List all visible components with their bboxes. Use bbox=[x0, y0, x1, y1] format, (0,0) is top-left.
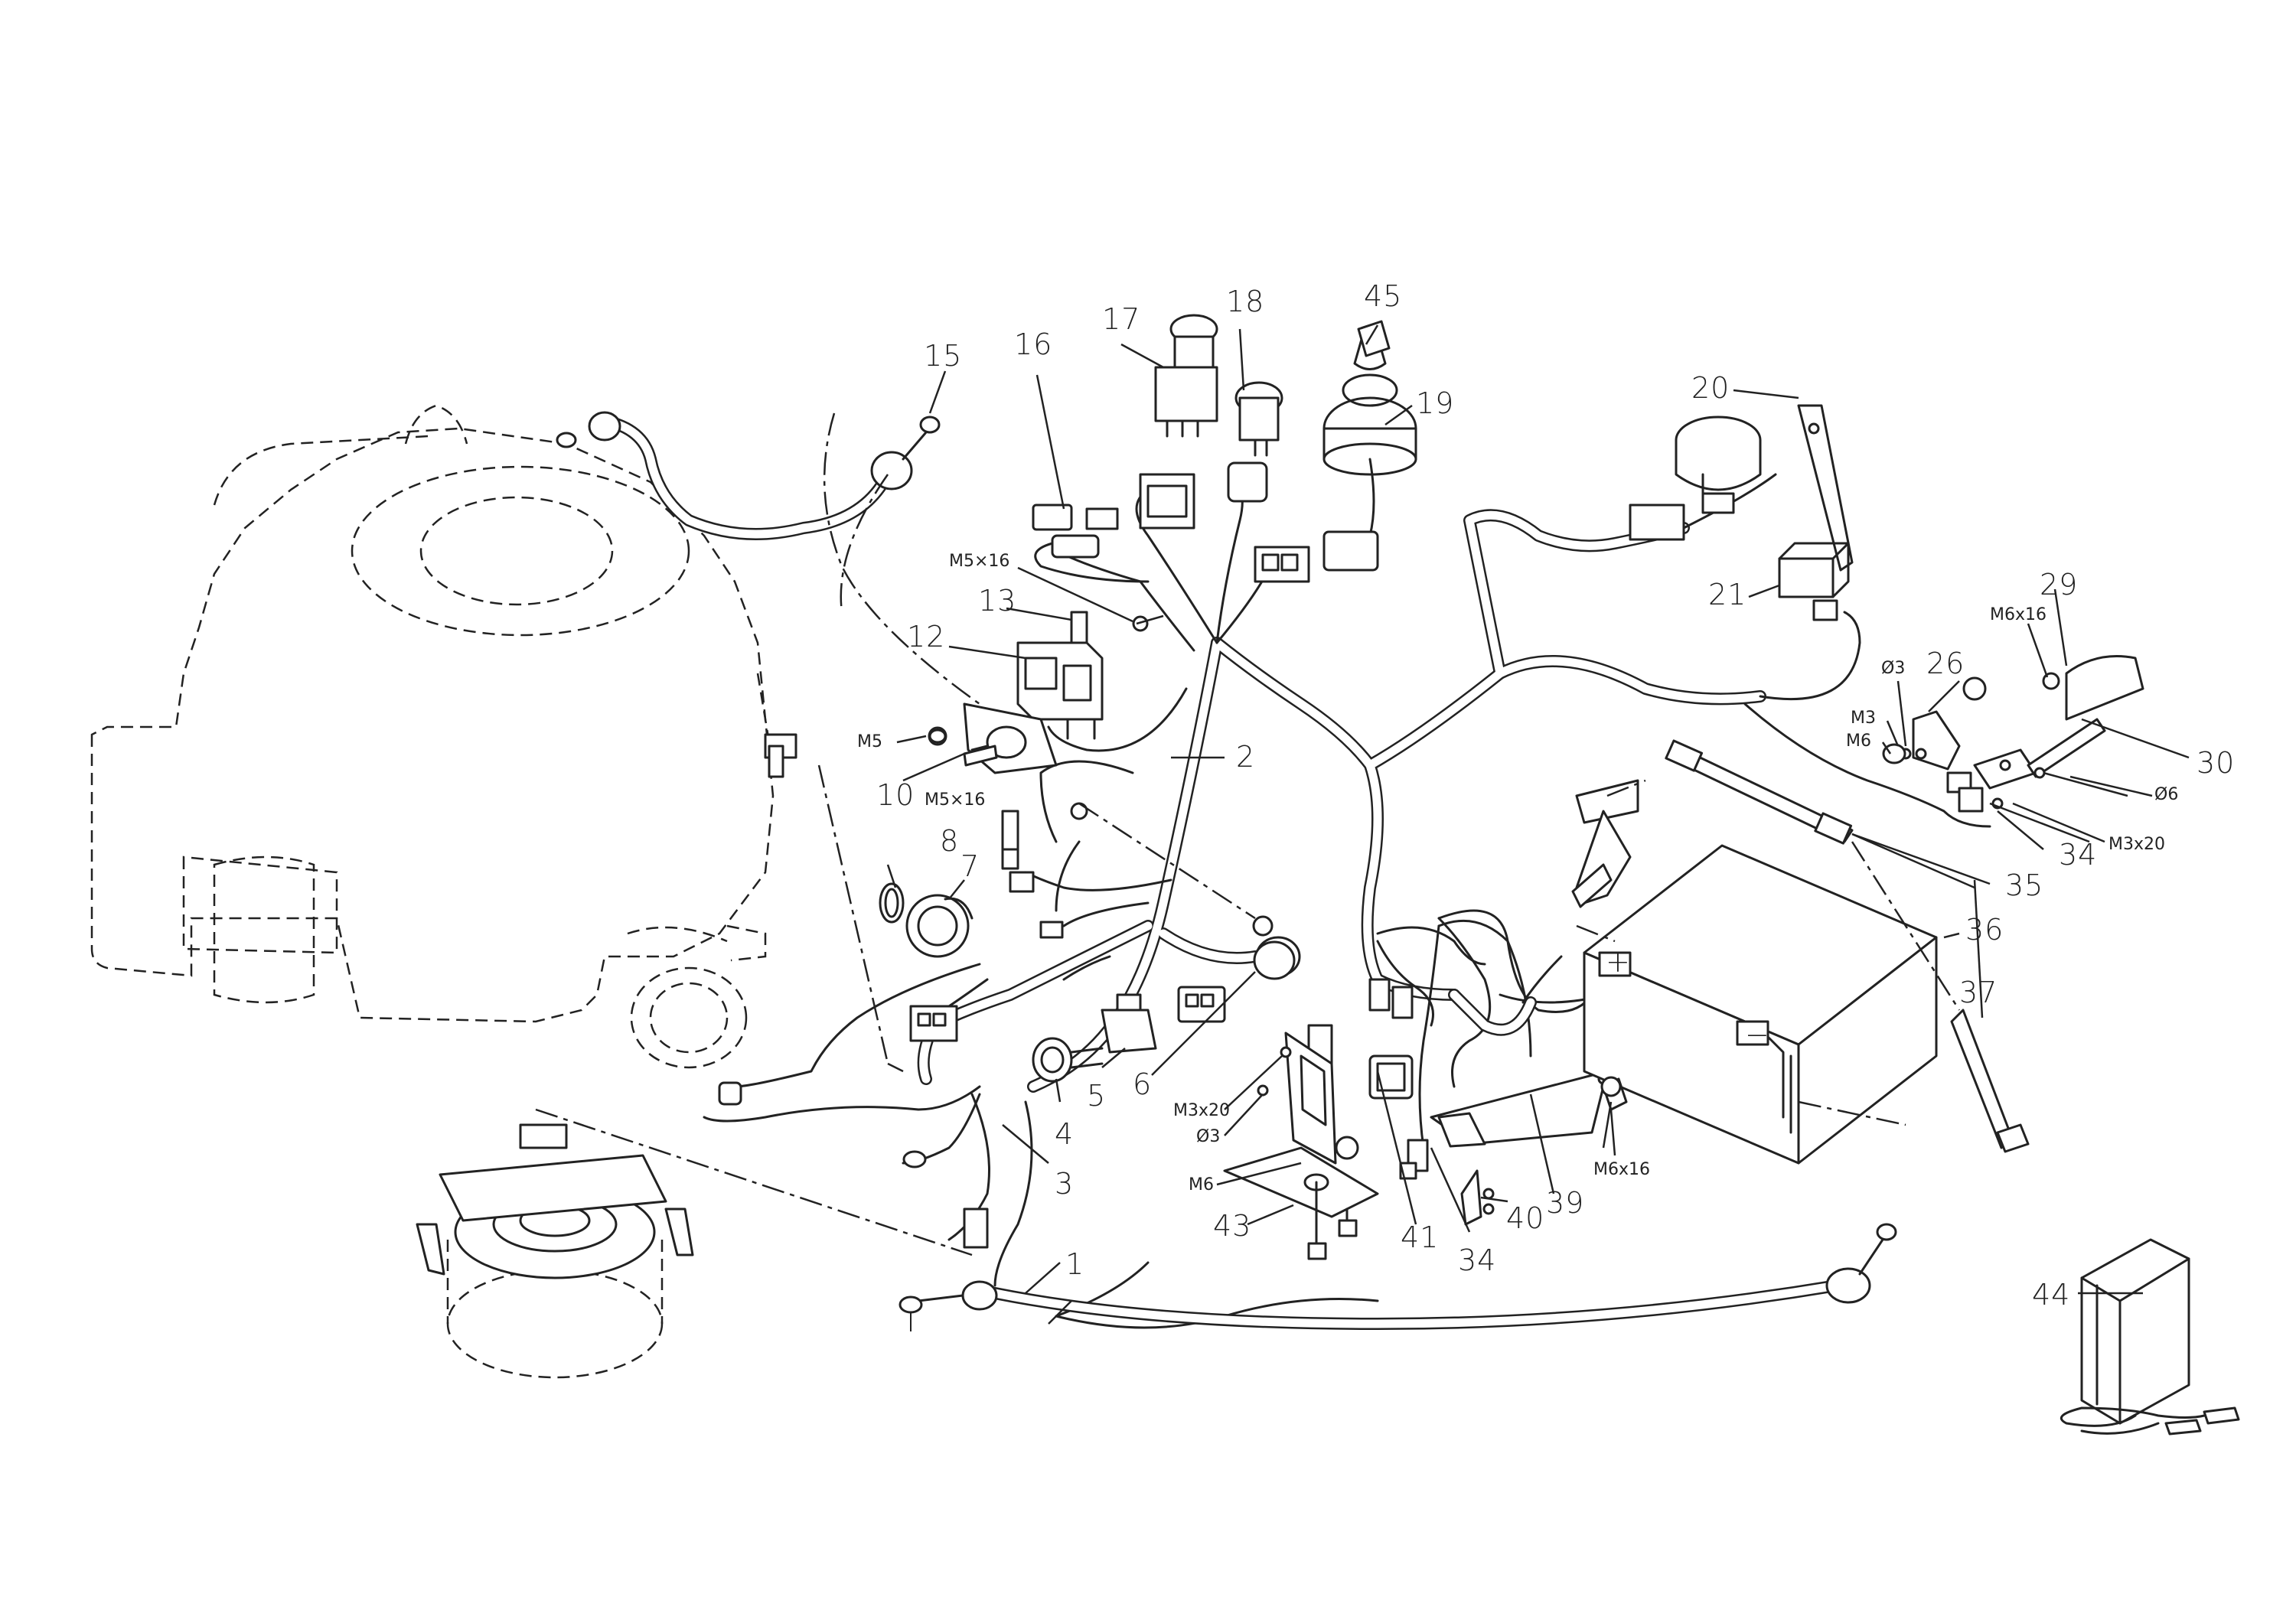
electric-clutch bbox=[416, 1123, 694, 1379]
part-label-19: 19 bbox=[1416, 386, 1454, 420]
reverse-switch bbox=[1368, 1054, 1429, 1180]
part-label-8: 8 bbox=[940, 824, 959, 858]
starter-cable bbox=[556, 411, 941, 490]
part-label-29: 29 bbox=[2040, 568, 2078, 601]
spec-m3x20-right: M3x20 bbox=[2108, 835, 2165, 854]
battery-cables bbox=[598, 415, 1843, 1330]
battery-strap bbox=[1571, 739, 1854, 908]
part-label-12: 12 bbox=[907, 620, 945, 653]
part-label-4: 4 bbox=[1055, 1117, 1074, 1151]
part-label-40: 40 bbox=[1506, 1201, 1544, 1235]
spec-m6-low: M6 bbox=[1189, 1175, 1214, 1194]
seat-switch-assembly bbox=[1882, 655, 2144, 813]
part-label-37: 37 bbox=[1959, 976, 1998, 1009]
spec-d6: Ø6 bbox=[2154, 785, 2178, 804]
indicator-light bbox=[1227, 381, 1283, 503]
ignition-switch bbox=[1254, 373, 1417, 583]
part-label-13: 13 bbox=[978, 584, 1016, 618]
part-label-30: 30 bbox=[2197, 746, 2235, 780]
part-label-35: 35 bbox=[2005, 869, 2043, 902]
battery-cable-positive-end bbox=[1825, 1223, 1897, 1304]
fastener-spec-labels: M5×16 M5 M5×16 M6x16 Ø3 M3 M6 Ø6 M3x20 M… bbox=[857, 552, 2178, 1194]
safety-lever bbox=[1430, 1070, 1609, 1148]
spec-m3-right: M3 bbox=[1851, 709, 1876, 728]
part-label-7: 7 bbox=[960, 849, 980, 883]
part-label-36: 36 bbox=[1965, 913, 2004, 947]
battery-plus-symbol: + bbox=[1606, 945, 1631, 979]
brake-switch bbox=[1032, 1037, 1104, 1083]
battery-holddown bbox=[1950, 1009, 2030, 1153]
headlight-switch bbox=[1778, 542, 1850, 621]
part-number-labels: 1 2 3 4 5 6 7 8 10 12 13 15 16 17 18 19 … bbox=[876, 279, 2235, 1312]
part-label-44: 44 bbox=[2032, 1278, 2070, 1312]
part-label-10: 10 bbox=[876, 778, 915, 812]
relay-bracket bbox=[1070, 611, 1149, 644]
pto-switch bbox=[1139, 314, 1218, 530]
part-label-21: 21 bbox=[1708, 578, 1746, 611]
spec-m5x16-top: M5×16 bbox=[949, 552, 1009, 571]
spec-m6-right: M6 bbox=[1846, 732, 1871, 751]
fuse bbox=[1253, 940, 1296, 980]
part-label-39: 39 bbox=[1546, 1186, 1584, 1220]
part-label-41: 41 bbox=[1401, 1221, 1439, 1254]
part-label-16: 16 bbox=[1014, 328, 1052, 361]
spec-d3-right: Ø3 bbox=[1881, 659, 1905, 678]
spec-m3x20-low: M3x20 bbox=[1173, 1101, 1230, 1120]
part-label-6: 6 bbox=[1133, 1067, 1152, 1101]
part-label-18: 18 bbox=[1226, 285, 1264, 318]
engine-outline bbox=[90, 404, 797, 1069]
battery-minus-symbol: − bbox=[1745, 1018, 1770, 1051]
main-wiring-harness bbox=[703, 473, 1991, 1329]
part-label-34-right: 34 bbox=[2059, 838, 2097, 872]
part-label-1: 1 bbox=[1065, 1247, 1084, 1281]
battery: + − bbox=[1583, 844, 1938, 1165]
part-label-20: 20 bbox=[1691, 371, 1730, 405]
part-label-34-low: 34 bbox=[1458, 1243, 1496, 1277]
spec-d3-low: Ø3 bbox=[1196, 1127, 1220, 1146]
part-label-26: 26 bbox=[1926, 647, 1965, 680]
part-label-45: 45 bbox=[1364, 279, 1402, 313]
starter-relay bbox=[1016, 641, 1104, 740]
spec-m5x16-low: M5×16 bbox=[925, 790, 985, 810]
horn bbox=[1629, 404, 1854, 572]
ignition-key bbox=[1353, 320, 1391, 370]
part-label-3: 3 bbox=[1055, 1167, 1074, 1201]
seat-switch bbox=[1101, 993, 1157, 1054]
battery-cable-negative bbox=[899, 1280, 998, 1331]
spec-m6x16-right: M6x16 bbox=[1990, 605, 2047, 624]
switch-bracket bbox=[1223, 1031, 1379, 1260]
fuse-holder bbox=[1032, 504, 1150, 583]
reference-lines bbox=[535, 412, 1961, 1256]
switch-clip bbox=[1460, 1169, 1495, 1226]
part-label-5: 5 bbox=[1087, 1079, 1106, 1113]
part-label-2: 2 bbox=[1236, 740, 1255, 774]
part-label-17: 17 bbox=[1102, 302, 1140, 336]
part-label-43: 43 bbox=[1213, 1209, 1251, 1243]
spec-leader-lines bbox=[896, 566, 2153, 1186]
spec-m6x16-low: M6x16 bbox=[1593, 1160, 1650, 1179]
spec-m5: M5 bbox=[857, 732, 882, 751]
part-label-15: 15 bbox=[924, 339, 962, 373]
buzzer bbox=[879, 882, 974, 958]
battery-charger bbox=[2060, 1238, 2240, 1436]
leader-lines bbox=[886, 324, 2190, 1325]
